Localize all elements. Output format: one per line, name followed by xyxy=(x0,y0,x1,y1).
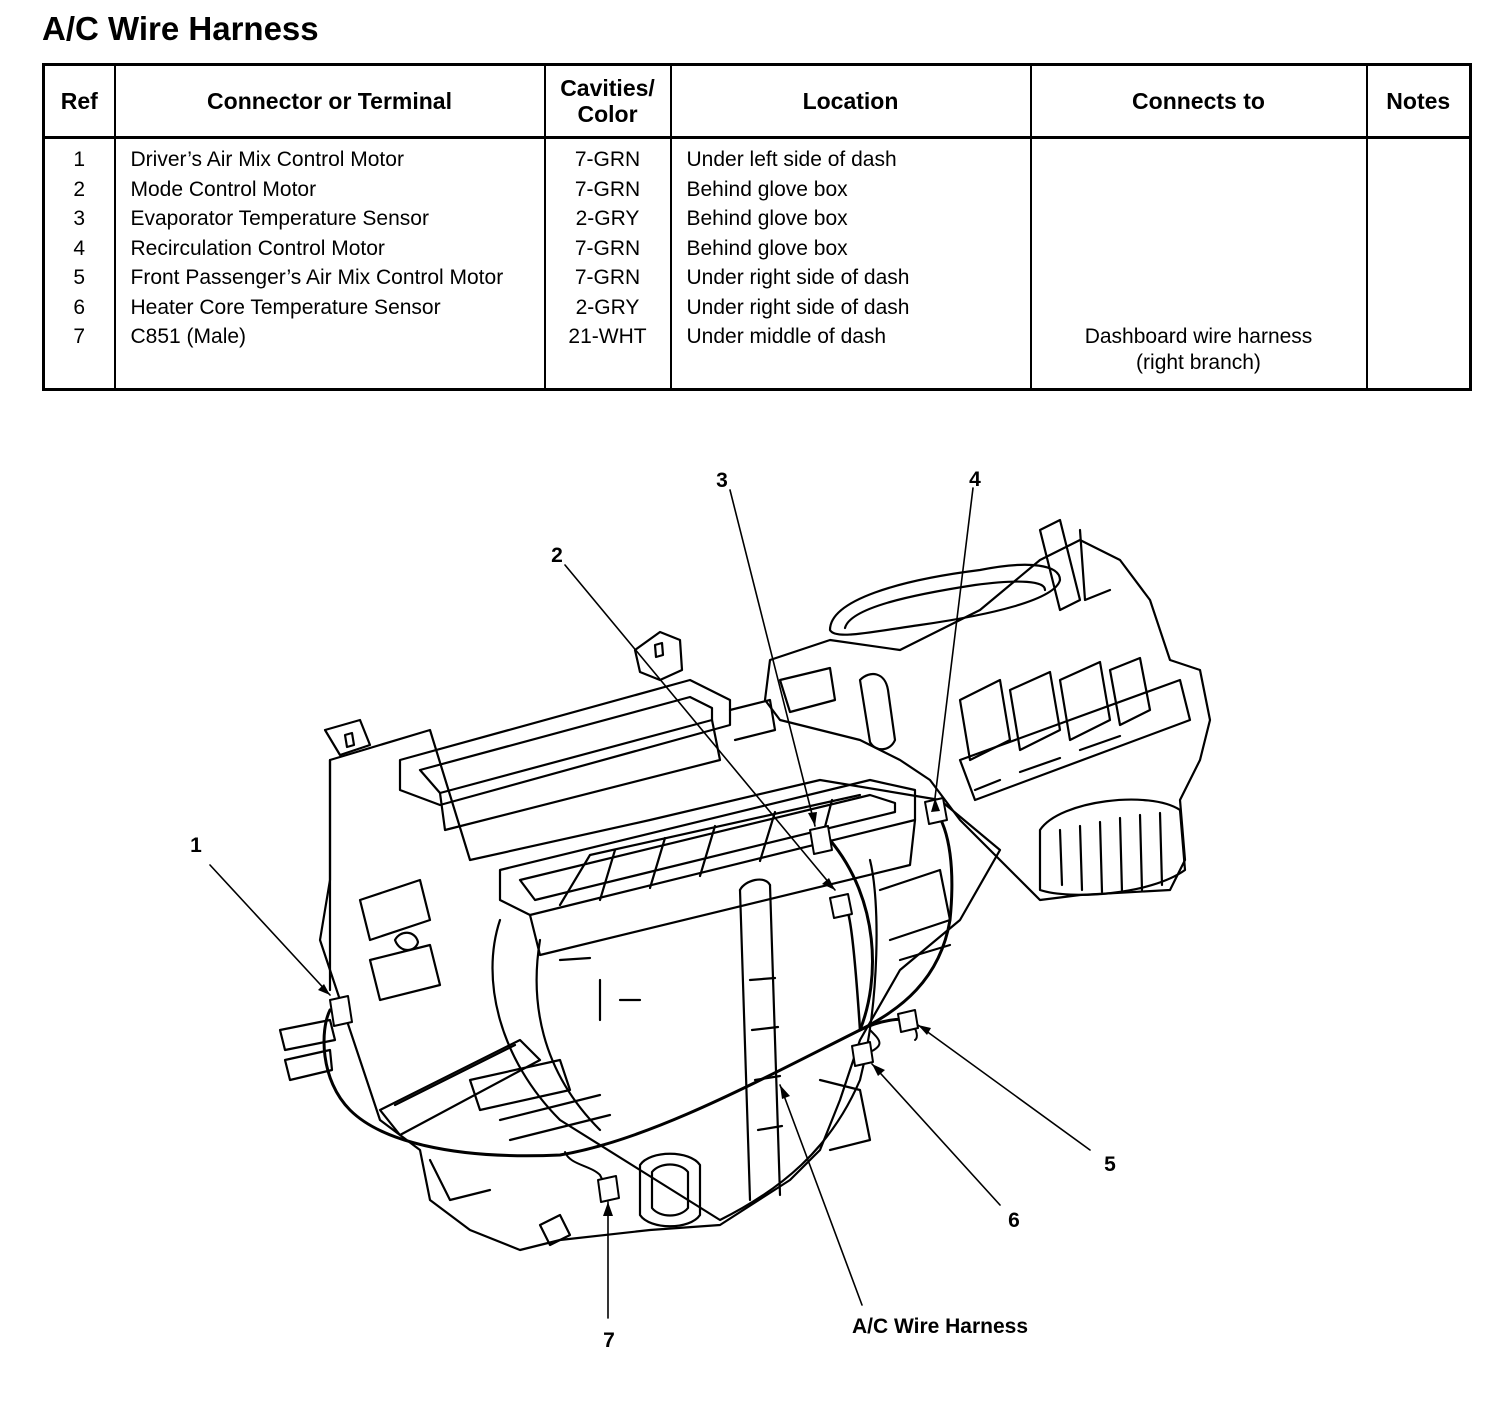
row-ref: 5 xyxy=(73,266,86,289)
hvac-housing-illustration xyxy=(278,518,1212,1252)
header-connects-to: Connects to xyxy=(1029,64,1368,139)
row-location: Behind glove box xyxy=(686,177,848,201)
arrowheads xyxy=(318,798,940,1216)
row-ref: 7 xyxy=(73,325,86,348)
callout-4: 4 xyxy=(969,468,981,491)
row-cavities: 7-GRN xyxy=(574,148,641,171)
row-ref: 1 xyxy=(73,148,86,171)
row-ref: 3 xyxy=(73,207,86,230)
row-connector: Heater Core Temperature Sensor xyxy=(130,295,441,319)
row-cavities: 7-GRN xyxy=(574,236,641,260)
row-cavities: 7-GRN xyxy=(574,177,641,201)
callout-5: 5 xyxy=(1104,1153,1116,1176)
ac-wire-harness xyxy=(322,808,954,1186)
row-location: Behind glove box xyxy=(686,236,848,260)
row-location: Under middle of dash xyxy=(686,325,887,348)
callout-1: 1 xyxy=(190,834,202,857)
leader-lines xyxy=(209,487,1091,1319)
callout-6: 6 xyxy=(1008,1209,1020,1232)
row-ref: 6 xyxy=(73,295,86,319)
callout-2: 2 xyxy=(551,544,563,567)
connector-3 xyxy=(809,825,833,855)
connector-6 xyxy=(851,1041,874,1067)
row-cavities: 2-GRY xyxy=(575,207,640,230)
row-location: Under left side of dash xyxy=(686,148,897,171)
row-location: Under right side of dash xyxy=(686,295,910,319)
hvac-unit-diagram: 1 2 3 4 5 6 7 A/C Wire Harness xyxy=(190,468,1212,1352)
row-cavities: 7-GRN xyxy=(574,266,641,289)
connects-to-column: Dashboard wire harness (right branch) xyxy=(1029,137,1368,390)
connector-2 xyxy=(829,893,853,919)
row-connector: C851 (Male) xyxy=(130,325,247,348)
callout-labels: 1 2 3 4 5 6 7 A/C Wire Harness xyxy=(190,468,1116,1352)
row-connector: Recirculation Control Motor xyxy=(130,236,385,260)
callout-3: 3 xyxy=(716,469,728,492)
table-body-row: 1 2 3 4 5 6 7 Driver’s Air Mix Control M… xyxy=(42,137,1472,390)
row-ref: 2 xyxy=(73,177,86,201)
connector-5 xyxy=(897,1009,919,1033)
row-connector: Driver’s Air Mix Control Motor xyxy=(130,148,404,171)
connector-7 xyxy=(597,1175,620,1203)
row-connects-to: Dashboard wire harness (right branch) xyxy=(1084,325,1313,374)
header-ref: Ref xyxy=(42,64,116,139)
ref-column: 1 2 3 4 5 6 7 xyxy=(42,137,116,390)
table-header-row: Ref Connector or Terminal Cavities/ Colo… xyxy=(42,64,1472,139)
connector-column: Driver’s Air Mix Control Motor Mode Cont… xyxy=(113,137,546,390)
callout-7: 7 xyxy=(603,1329,615,1352)
row-cavities: 21-WHT xyxy=(568,325,647,348)
row-ref: 4 xyxy=(73,236,86,260)
header-cavities: Cavities/ Color xyxy=(543,64,672,139)
header-location: Location xyxy=(669,64,1032,139)
row-location: Under right side of dash xyxy=(686,266,910,289)
row-connector: Evaporator Temperature Sensor xyxy=(130,207,429,230)
connector-1 xyxy=(329,995,353,1027)
row-connector: Mode Control Motor xyxy=(130,177,317,201)
header-cavities-line1: Cavities/ xyxy=(560,75,655,101)
location-column: Under left side of dash Behind glove box… xyxy=(669,137,1032,390)
connector-table: Ref Connector or Terminal Cavities/ Colo… xyxy=(42,63,1472,391)
row-connector: Front Passenger’s Air Mix Control Motor xyxy=(130,266,504,289)
notes-column xyxy=(1365,137,1472,390)
row-location: Behind glove box xyxy=(686,207,848,230)
header-notes: Notes xyxy=(1365,64,1472,139)
harness-label: A/C Wire Harness xyxy=(852,1315,1028,1338)
row-cavities: 2-GRY xyxy=(575,295,640,319)
connector-boxes xyxy=(329,797,948,1203)
header-cavities-line2: Color xyxy=(577,101,638,127)
header-connector: Connector or Terminal xyxy=(113,64,546,139)
cavities-column: 7-GRN 7-GRN 2-GRY 7-GRN 7-GRN 2-GRY 21-W… xyxy=(543,137,672,390)
page-title: A/C Wire Harness xyxy=(42,10,319,47)
